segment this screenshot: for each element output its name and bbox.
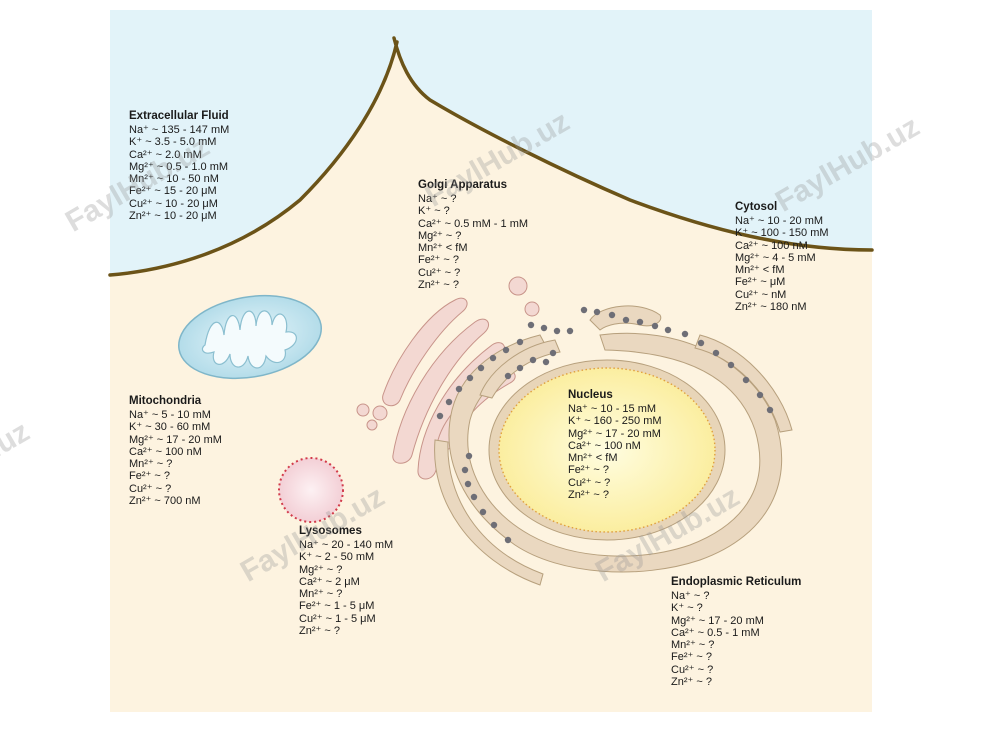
extracellular-fluid-title: Extracellular Fluid: [129, 110, 229, 122]
endoplasmic-reticulum-label: Endoplasmic Reticulum Na⁺ ~ ? K⁺ ~ ? Mg²…: [671, 576, 801, 688]
ion-row: Na⁺ ~ ?: [418, 193, 457, 205]
ion-row: Mn²⁺ ~ ?: [129, 458, 173, 471]
ion-row: K⁺ ~ 30 - 60 mM: [129, 421, 211, 434]
ion-row: Ca²⁺ ~ 100 nM: [568, 439, 641, 452]
nucleus-label: Nucleus Na⁺ ~ 10 - 15 mM K⁺ ~ 160 - 250 …: [568, 389, 662, 501]
ion-row: Mn²⁺ ~ ?: [299, 588, 343, 601]
golgi-apparatus-label: Golgi Apparatus Na⁺ ~ ? K⁺ ~ ? Ca²⁺ ~ 0.…: [418, 179, 528, 291]
ion-row: K⁺ ~ ?: [671, 602, 703, 615]
ion-row: Fe²⁺ ~ ?: [671, 651, 712, 664]
ion-row: Zn²⁺ ~ ?: [568, 489, 609, 502]
extracellular-region: [110, 10, 872, 275]
ion-row: Zn²⁺ ~ 10 - 20 μM: [129, 210, 217, 223]
ion-row: Mn²⁺ < fM: [418, 242, 468, 255]
ion-row: Mg²⁺ ~ ?: [299, 563, 343, 576]
ion-row: K⁺ ~ 100 - 150 mM: [735, 227, 829, 240]
ion-row: Cu²⁺ ~ ?: [568, 476, 611, 489]
ion-row: Zn²⁺ ~ ?: [671, 676, 712, 689]
ion-row: Zn²⁺ ~ 700 nM: [129, 495, 201, 508]
ion-row: Cu²⁺ ~ ?: [418, 266, 461, 279]
ion-row: K⁺ ~ 3.5 - 5.0 mM: [129, 136, 217, 149]
ion-row: Ca²⁺ ~ 0.5 - 1 mM: [671, 626, 760, 639]
ion-row: Mn²⁺ < fM: [568, 452, 618, 465]
ion-row: Na⁺ ~ 10 - 15 mM: [568, 403, 657, 415]
ion-row: Ca²⁺ ~ 0.5 mM - 1 mM: [418, 217, 529, 230]
ion-row: Fe²⁺ ~ 15 - 20 μM: [129, 185, 217, 198]
mitochondria-title: Mitochondria: [129, 395, 202, 407]
cytosol-title: Cytosol: [735, 201, 778, 213]
lysosomes-title: Lysosomes: [299, 525, 362, 537]
ion-row: Fe²⁺ ~ 1 - 5 μM: [299, 600, 375, 613]
ion-row: Na⁺ ~ 135 - 147 mM: [129, 124, 230, 136]
ion-row: Zn²⁺ ~ ?: [299, 625, 340, 638]
nucleus-title: Nucleus: [568, 389, 613, 401]
ion-row: Na⁺ ~ 10 - 20 mM: [735, 215, 824, 227]
golgi-apparatus-title: Golgi Apparatus: [418, 179, 508, 191]
ribosomes: [436, 306, 774, 544]
ion-row: Ca²⁺ ~ 2.0 mM: [129, 148, 202, 161]
ion-row: Na⁺ ~ 20 - 140 mM: [299, 539, 394, 551]
extracellular-fluid-label: Extracellular Fluid Na⁺ ~ 135 - 147 mM K…: [129, 110, 229, 222]
ion-row: Cu²⁺ ~ 1 - 5 μM: [299, 612, 376, 625]
endoplasmic-reticulum-title: Endoplasmic Reticulum: [671, 576, 802, 588]
nucleus: [488, 359, 726, 541]
ion-row: Na⁺ ~ 5 - 10 mM: [129, 409, 211, 421]
ion-row: Zn²⁺ ~ 180 nM: [735, 301, 807, 314]
ion-row: Fe²⁺ ~ ?: [129, 470, 170, 483]
ion-row: K⁺ ~ 2 - 50 mM: [299, 551, 375, 564]
lysosome: [278, 457, 344, 523]
lysosomes-label: Lysosomes Na⁺ ~ 20 - 140 mM K⁺ ~ 2 - 50 …: [299, 525, 393, 637]
ion-row: Mg²⁺ ~ 17 - 20 mM: [129, 433, 222, 446]
ion-row: Na⁺ ~ ?: [671, 590, 710, 602]
ion-row: Ca²⁺ ~ 100 nM: [735, 239, 808, 252]
ion-row: Mg²⁺ ~ 17 - 20 mM: [568, 427, 661, 440]
ion-row: Mg²⁺ ~ 4 - 5 mM: [735, 251, 816, 264]
ion-row: K⁺ ~ ?: [418, 205, 450, 218]
ion-row: Mn²⁺ < fM: [735, 264, 785, 277]
ion-row: Fe²⁺ ~ μM: [735, 276, 786, 289]
ion-row: Fe²⁺ ~ ?: [418, 254, 459, 267]
mitochondrion: [178, 294, 322, 380]
endoplasmic-reticulum: [434, 305, 793, 586]
ion-row: K⁺ ~ 160 - 250 mM: [568, 415, 662, 428]
ion-row: Cu²⁺ ~ nM: [735, 288, 787, 301]
ion-row: Mg²⁺ ~ ?: [418, 229, 462, 242]
ion-row: Zn²⁺ ~ ?: [418, 279, 459, 292]
ion-row: Mn²⁺ ~ 10 - 50 nM: [129, 173, 219, 186]
cytosol-label: Cytosol Na⁺ ~ 10 - 20 mM K⁺ ~ 100 - 150 …: [735, 201, 829, 313]
ion-row: Fe²⁺ ~ ?: [568, 464, 609, 477]
ion-row: Mn²⁺ ~ ?: [671, 639, 715, 652]
ion-row: Cu²⁺ ~ 10 - 20 μM: [129, 197, 218, 210]
ion-row: Ca²⁺ ~ 100 nM: [129, 445, 202, 458]
ion-row: Mg²⁺ ~ 0.5 - 1.0 mM: [129, 160, 229, 173]
ion-row: Ca²⁺ ~ 2 μM: [299, 575, 360, 588]
cell-membrane: [108, 36, 874, 277]
ion-row: Cu²⁺ ~ ?: [129, 482, 172, 495]
ion-row: Cu²⁺ ~ ?: [671, 663, 714, 676]
ion-row: Mg²⁺ ~ 17 - 20 mM: [671, 614, 764, 627]
mitochondria-label: Mitochondria Na⁺ ~ 5 - 10 mM K⁺ ~ 30 - 6…: [129, 395, 222, 507]
